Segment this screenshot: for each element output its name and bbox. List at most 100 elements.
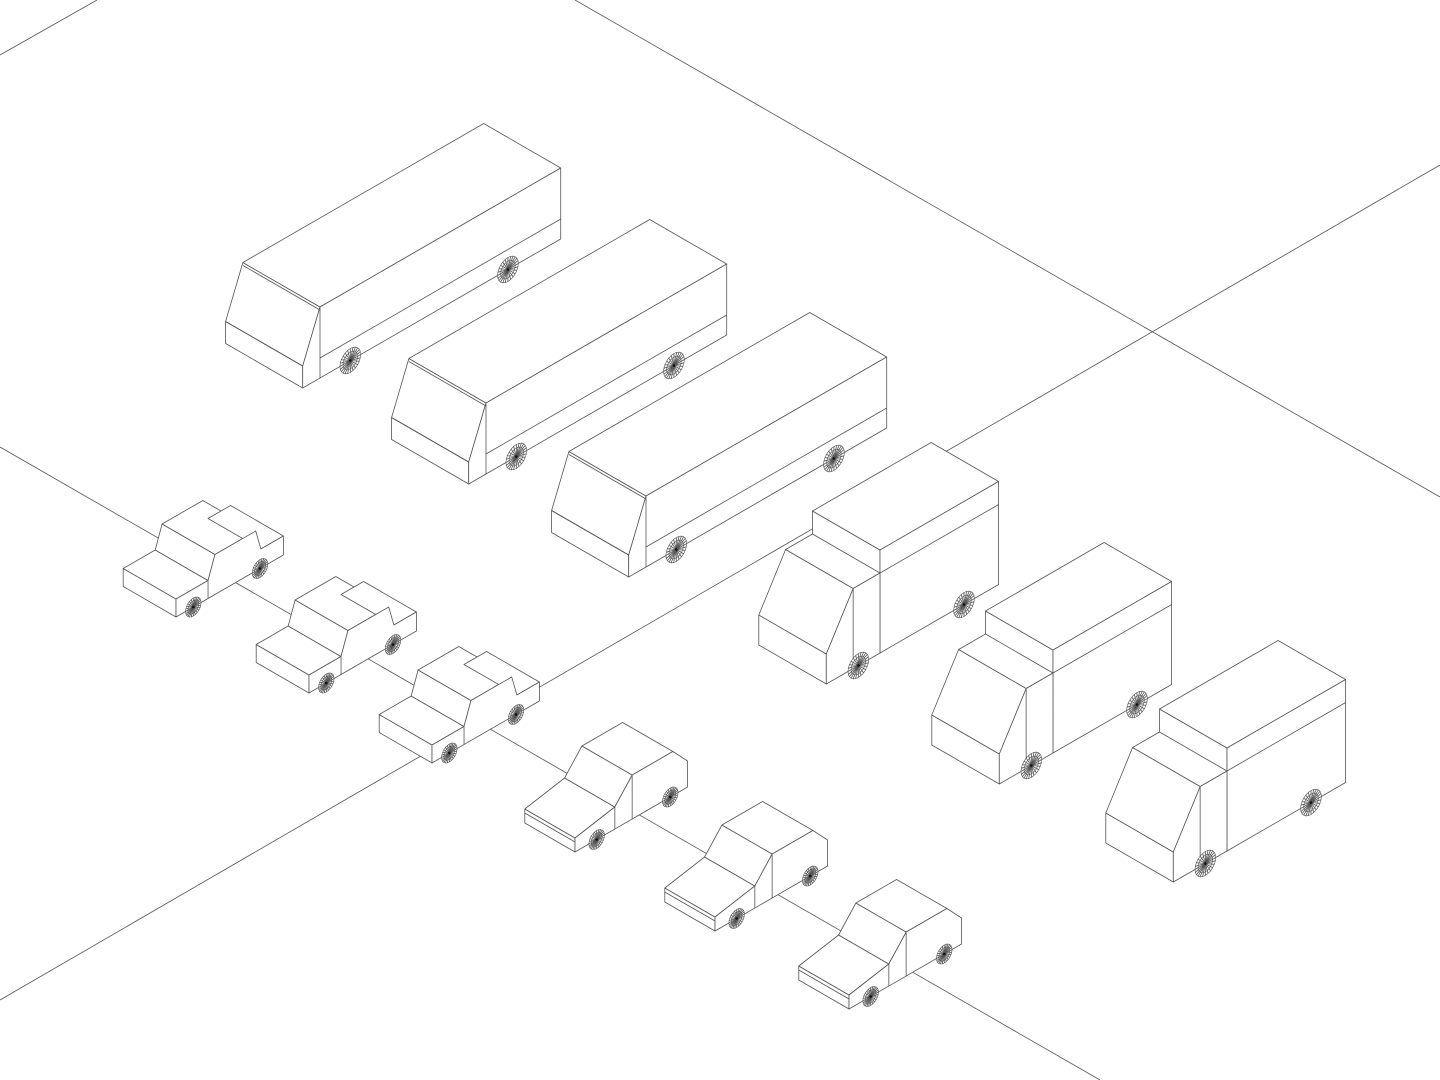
wheel-spoke	[500, 264, 509, 270]
wheel-spoke	[1127, 703, 1138, 705]
wheel-spoke	[1196, 862, 1206, 864]
wheel-icon	[862, 986, 879, 1007]
wheel-spoke	[507, 263, 519, 270]
wheel-axle	[514, 713, 518, 716]
wheel-spoke	[673, 365, 683, 367]
wheel-spoke	[339, 360, 351, 367]
wheel-spoke	[857, 651, 864, 666]
wheel-spoke	[1021, 765, 1032, 769]
wheel-spoke	[1307, 802, 1312, 816]
wheel-icon	[441, 742, 458, 764]
wheel-spoke	[1305, 794, 1312, 803]
wheel-spoke	[673, 365, 682, 371]
wheel-spoke	[350, 354, 361, 361]
wheel-spoke	[826, 453, 835, 459]
sedan	[255, 576, 417, 694]
side-face	[574, 751, 688, 853]
wheel-axle	[258, 567, 262, 570]
wheel-axle	[668, 795, 672, 799]
wheel-spoke	[823, 458, 835, 462]
wheel-spoke	[673, 359, 685, 366]
wheel-spoke	[675, 549, 680, 560]
wheel-spoke	[507, 269, 514, 278]
wheel-spoke	[507, 455, 517, 457]
wheel-spoke	[1031, 765, 1037, 774]
wheel-icon	[1126, 690, 1148, 719]
wheel-spoke	[676, 549, 686, 551]
wheel-icon	[1194, 849, 1217, 878]
wheel-spoke	[1205, 863, 1211, 872]
wheel-spoke	[502, 261, 509, 270]
wheel-icon	[665, 535, 688, 564]
wheel-spoke	[1202, 863, 1206, 877]
wheel-spoke	[960, 594, 965, 605]
wheel-spoke	[673, 352, 678, 366]
wheel-axle	[1309, 801, 1313, 804]
vehicles	[122, 123, 1346, 1010]
hatchback	[524, 722, 688, 853]
wheel-spoke	[673, 351, 680, 366]
wheel-icon	[384, 634, 402, 655]
wheel-spoke	[670, 365, 675, 379]
wheel-spoke	[349, 360, 354, 371]
wheel-spoke	[833, 445, 838, 459]
wheel-spoke	[673, 539, 677, 550]
sedan	[122, 500, 284, 618]
wheel-spoke	[349, 347, 354, 361]
wheel-spoke	[857, 652, 862, 666]
wheel-spoke	[1030, 765, 1035, 776]
wheel-spoke	[668, 357, 675, 366]
wheel-spoke	[1300, 802, 1312, 809]
wheel-spoke	[1126, 704, 1138, 708]
wheel-spoke	[676, 543, 687, 550]
side-face	[308, 606, 417, 694]
side-face	[714, 830, 828, 932]
wheel-axle	[349, 359, 352, 362]
wheel-spoke	[953, 604, 965, 608]
wheel-axle	[1135, 703, 1139, 706]
wheel-spoke	[963, 598, 975, 605]
wheel-spoke	[350, 360, 358, 366]
wheel-spoke	[1136, 704, 1141, 715]
wheel-spoke	[963, 604, 968, 615]
wheel-spoke	[515, 456, 520, 467]
body-line	[1052, 604, 1172, 674]
wheel-spoke	[1310, 799, 1322, 803]
wheel-spoke	[849, 664, 859, 666]
wheel-spoke	[1301, 801, 1312, 803]
wheel-spoke	[507, 266, 519, 270]
wheel-spoke	[833, 458, 837, 469]
wheel-spoke	[516, 453, 527, 457]
wheel-spoke	[953, 604, 965, 611]
wheel-spoke	[1131, 704, 1138, 719]
wheel-spoke	[1307, 792, 1312, 803]
wheel-spoke	[507, 255, 514, 270]
body-line	[645, 407, 887, 548]
wheel-axle	[808, 874, 812, 878]
wheel-spoke	[852, 657, 859, 666]
wheel-spoke	[676, 546, 687, 550]
wheel-spoke	[1205, 857, 1216, 864]
wheel-spoke	[347, 360, 351, 374]
wheel-spoke	[507, 256, 512, 270]
wheel-spoke	[341, 359, 351, 361]
wheel-spoke	[1133, 704, 1138, 718]
wheel-spoke	[848, 665, 859, 669]
wheel-spoke	[1133, 694, 1138, 705]
wheel-spoke	[858, 665, 866, 671]
wheel-spoke	[668, 365, 675, 380]
wheel-spoke	[1031, 765, 1041, 767]
wheel-spoke	[665, 549, 677, 556]
wheel-axle	[832, 457, 836, 460]
wheel-spoke	[1310, 796, 1322, 803]
wheel-spoke	[956, 599, 965, 605]
wheel-spoke	[958, 604, 965, 619]
body-line	[319, 218, 561, 359]
wheel-spoke	[666, 549, 677, 553]
wheel-spoke	[830, 448, 835, 459]
wheel-axle	[448, 751, 451, 755]
wheel-spoke	[1194, 863, 1206, 870]
wheel-spoke	[855, 665, 859, 679]
wheel-axle	[595, 838, 598, 841]
